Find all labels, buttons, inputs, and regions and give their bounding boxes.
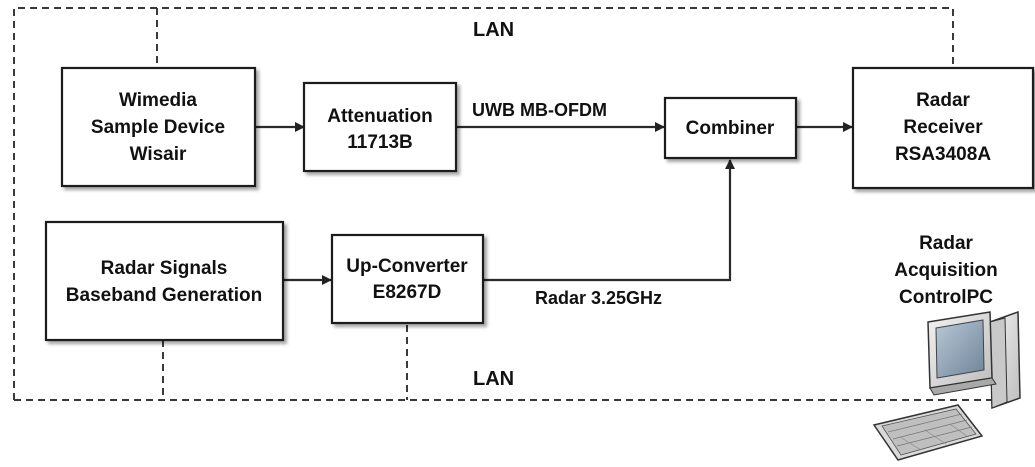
block-radar-receiver-line-3: RSA3408A [895, 144, 991, 165]
block-attenuation-line-2: 11713B [347, 132, 413, 153]
block-radar-signals-line-1: Radar Signals [101, 258, 228, 279]
block-attenuation: Attenuation 11713B [302, 81, 458, 173]
block-combiner-line-1: Combiner [686, 118, 775, 139]
block-attenuation-box [302, 81, 458, 173]
pc-caption-line-2: Acquisition [894, 260, 997, 281]
block-combiner: Combiner [663, 96, 798, 160]
block-radar-signals: Radar Signals Baseband Generation [44, 220, 285, 342]
lan-outer-frame [13, 7, 954, 400]
desktop-computer-icon [872, 310, 1021, 461]
block-wimedia-box [60, 66, 257, 188]
signal-connections [255, 122, 853, 285]
block-wimedia: Wimedia Sample Device Wisair [60, 66, 257, 188]
block-radar-signals-line-2: Baseband Generation [66, 285, 262, 306]
lan-bottom-label: LAN [473, 368, 514, 390]
radar-signal-label: Radar 3.25GHz [535, 288, 662, 308]
block-up-converter-box [330, 233, 485, 325]
block-radar-receiver: Radar Receiver RSA3408A [851, 66, 1035, 190]
block-radar-signals-box [44, 220, 285, 342]
block-up-converter: Up-Converter E8267D [330, 233, 485, 325]
block-combiner-box [663, 96, 798, 160]
pc-caption-line-1: Radar [919, 233, 973, 254]
block-radar-receiver-line-1: Radar [916, 90, 970, 111]
block-up-converter-line-2: E8267D [373, 282, 442, 303]
block-wimedia-line-2: Sample Device [91, 117, 225, 138]
uwb-signal-label: UWB MB-OFDM [472, 100, 607, 120]
block-up-converter-line-1: Up-Converter [346, 256, 468, 277]
block-radar-receiver-box [851, 66, 1035, 190]
pc-screen [935, 319, 985, 379]
lan-top-label: LAN [473, 19, 514, 41]
block-wimedia-line-1: Wimedia [119, 90, 197, 111]
pc-caption: Radar Acquisition ControlPC [894, 233, 997, 308]
block-attenuation-line-1: Attenuation [327, 106, 433, 127]
block-radar-receiver-line-2: Receiver [903, 117, 983, 138]
arrow-up-converter-to-combiner [483, 159, 735, 282]
pc-caption-line-3: ControlPC [899, 287, 993, 308]
block-wimedia-line-3: Wisair [130, 144, 187, 165]
lan-network [13, 7, 1001, 401]
